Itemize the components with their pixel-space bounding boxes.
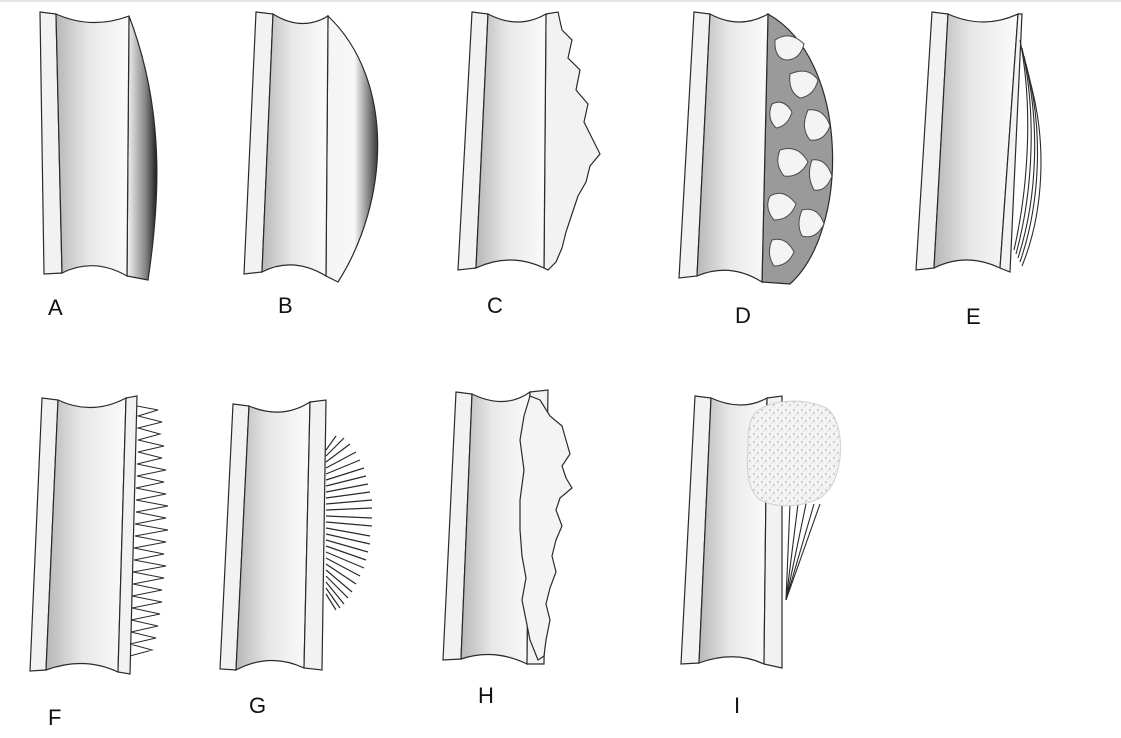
panel-f-cortex-right xyxy=(117,395,138,675)
panel-f-reaction-hair-on-end xyxy=(129,405,169,657)
panel-label-h: H xyxy=(478,683,494,708)
panel-i-tumor-mass xyxy=(746,400,841,507)
panel-f-canal xyxy=(45,396,127,673)
panel-a-canal xyxy=(55,13,130,278)
panel-label-i: I xyxy=(734,693,741,718)
panel-c xyxy=(457,11,601,271)
panel-h xyxy=(442,389,573,665)
panel-e-cortex-right xyxy=(999,13,1023,273)
panel-label-f: F xyxy=(48,705,62,730)
panel-label-c: C xyxy=(487,293,503,318)
panel-label-d: D xyxy=(735,303,751,328)
panel-f xyxy=(29,395,169,675)
panel-i xyxy=(680,395,841,669)
panel-i-reaction-codman-triangle xyxy=(785,503,821,601)
top-divider xyxy=(0,0,1121,2)
panel-g-reaction-sunburst xyxy=(325,435,373,611)
panel-d-lobules xyxy=(767,35,833,267)
panel-b xyxy=(243,11,379,283)
panel-label-g: G xyxy=(249,693,267,718)
panel-e-lamellae xyxy=(1013,39,1042,267)
panel-b-canal xyxy=(261,12,329,278)
panel-c-reaction-irregular xyxy=(543,11,601,271)
panel-label-a: A xyxy=(48,295,63,320)
panel-g-canal xyxy=(235,400,311,672)
panel-e xyxy=(915,11,1042,273)
panel-g-cortex-right xyxy=(303,399,327,671)
panel-h-reaction-blob xyxy=(519,395,573,661)
panel-g xyxy=(219,399,373,672)
panel-a xyxy=(39,11,158,281)
panel-b-reaction-solid-thick xyxy=(325,14,379,283)
panel-label-b: B xyxy=(278,293,293,318)
panel-a-reaction-solid-thin xyxy=(126,15,158,281)
panel-c-canal xyxy=(475,12,547,269)
panel-d-canal xyxy=(696,12,769,284)
panel-d xyxy=(678,11,834,285)
panel-label-e: E xyxy=(966,304,981,329)
